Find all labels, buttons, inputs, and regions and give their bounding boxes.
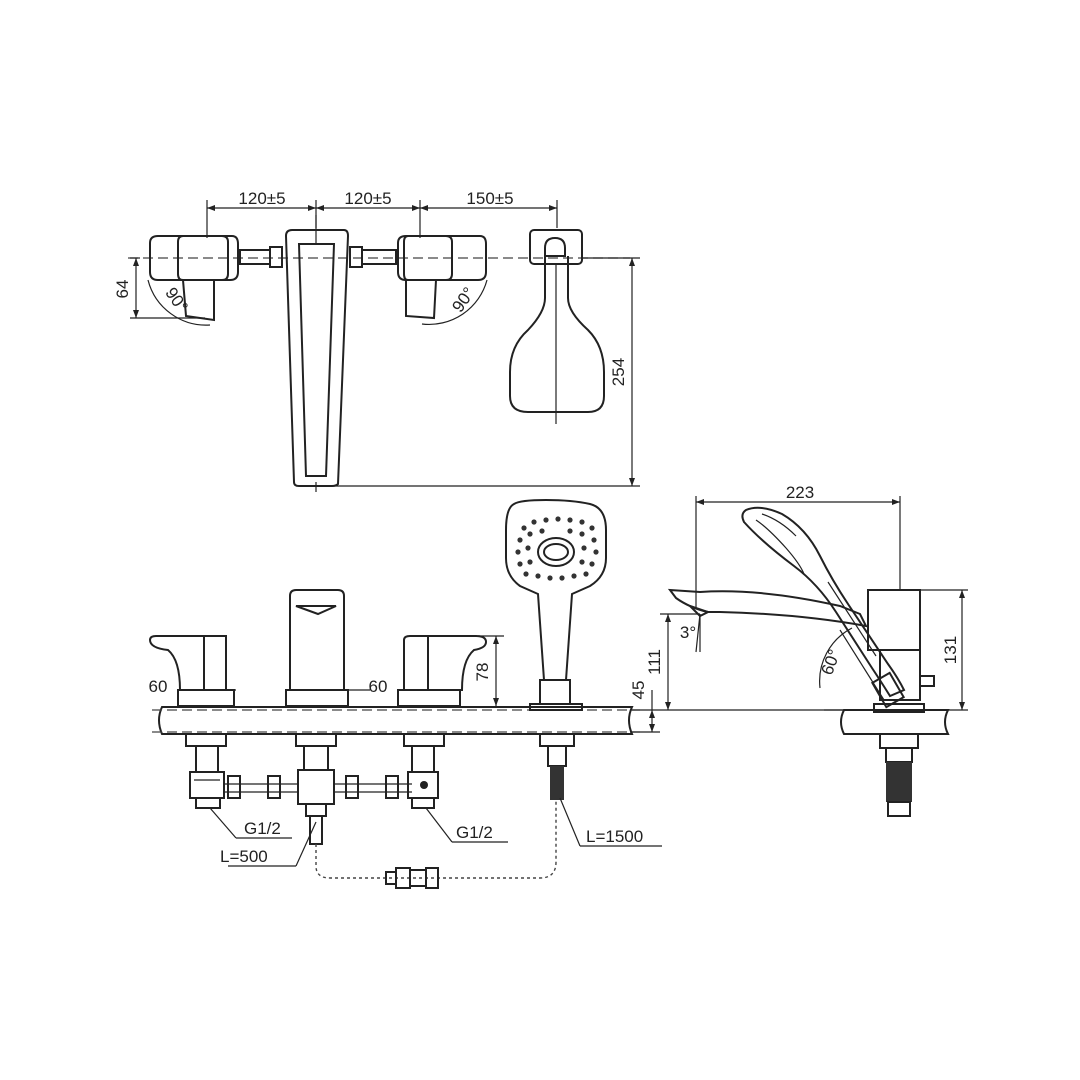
total-depth-dimension bbox=[629, 258, 635, 486]
spout-height-dimension bbox=[660, 613, 844, 711]
dim-overall-height: 131 bbox=[941, 636, 960, 664]
top-view: 120±5 120±5 150±5 64 90° bbox=[113, 189, 640, 492]
angle-spout: 3° bbox=[680, 623, 696, 642]
front-view: 60 60 78 bbox=[148, 498, 662, 889]
mixer-body bbox=[224, 733, 412, 845]
dim-spout-height: 111 bbox=[645, 649, 664, 675]
left-handle-front bbox=[148, 635, 236, 707]
handle-right-height: 78 bbox=[473, 663, 492, 682]
hand-shower-side bbox=[741, 506, 906, 709]
left-handle-top bbox=[130, 235, 239, 326]
shower-hose-connector bbox=[539, 733, 575, 800]
angle-holder: 60° bbox=[818, 647, 845, 678]
leader-hose-spout bbox=[295, 821, 317, 867]
right-connector-top bbox=[349, 246, 397, 268]
deck-slab-front bbox=[152, 706, 640, 735]
inline-hose-connector bbox=[385, 867, 439, 889]
right-handle-top bbox=[397, 235, 488, 326]
side-view: 223 3° bbox=[645, 483, 968, 817]
hose-path bbox=[315, 800, 557, 879]
angle-right: 90° bbox=[448, 284, 478, 316]
thread-right: G1/2 bbox=[456, 823, 493, 842]
left-connector-top bbox=[239, 246, 283, 268]
thread-left: G1/2 bbox=[244, 819, 281, 838]
holder-angle-indicator bbox=[819, 627, 890, 711]
left-valve-body bbox=[185, 733, 227, 809]
dim-depth: 64 bbox=[113, 280, 132, 299]
right-valve-body bbox=[403, 733, 445, 809]
hand-shower-front bbox=[505, 498, 607, 711]
hose-spout: L=500 bbox=[220, 847, 268, 866]
leader-thread-left bbox=[209, 807, 237, 839]
dim-spacing-1: 120±5 bbox=[238, 189, 285, 208]
right-handle-dimension bbox=[478, 635, 504, 706]
handle-left-height: 60 bbox=[149, 677, 168, 696]
side-length-dimension bbox=[695, 496, 901, 608]
depth-dimension bbox=[133, 258, 139, 318]
dim-length: 223 bbox=[786, 483, 814, 502]
spout-front bbox=[285, 589, 370, 707]
dim-spacing-2: 120±5 bbox=[344, 189, 391, 208]
top-dimension-line bbox=[206, 200, 558, 238]
leader-hose-shower bbox=[559, 797, 581, 847]
angle-left: 90° bbox=[161, 284, 191, 316]
hand-shower-top bbox=[322, 229, 640, 487]
hose-shower: L=1500 bbox=[586, 827, 643, 846]
dim-spacing-3: 150±5 bbox=[466, 189, 513, 208]
deck-slab-side bbox=[840, 703, 950, 817]
spout-top bbox=[284, 215, 350, 492]
leader-thread-right bbox=[425, 807, 453, 843]
overall-height-dimension bbox=[920, 589, 968, 711]
spout-angle-indicator bbox=[695, 613, 701, 653]
deck-thickness: 45 bbox=[629, 681, 648, 700]
spout-side bbox=[667, 588, 935, 701]
dim-total-depth: 254 bbox=[609, 358, 628, 386]
spout-height: 60 bbox=[369, 677, 388, 696]
deck-thickness-dimension bbox=[630, 690, 660, 733]
right-handle-front bbox=[397, 635, 488, 707]
spray-nozzles bbox=[515, 516, 599, 581]
